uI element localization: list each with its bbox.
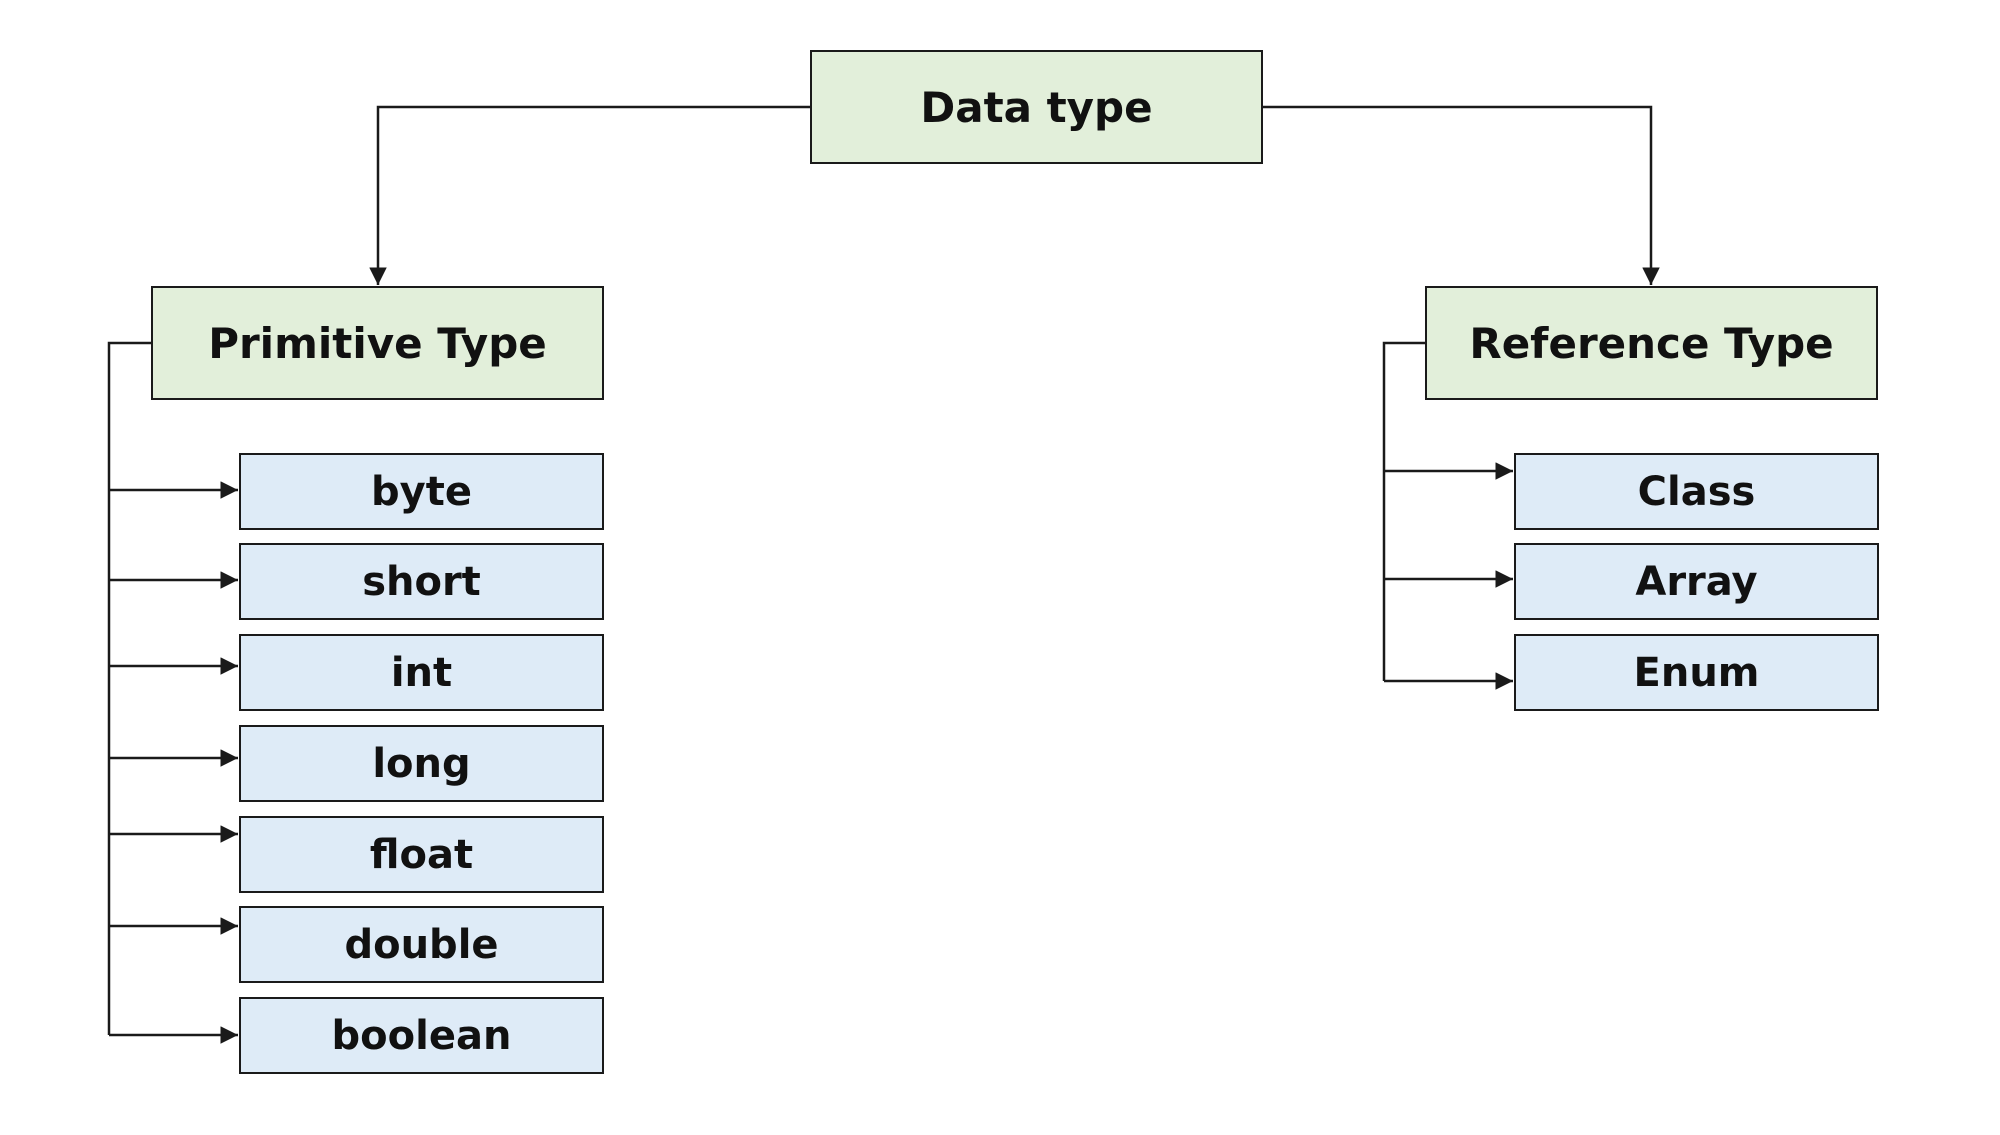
node-float: float — [239, 816, 604, 893]
connector-root-to-primitive — [369, 105, 810, 285]
node-double: double — [239, 906, 604, 983]
node-reference-type: Reference Type — [1425, 286, 1878, 400]
node-data-type: Data type — [810, 50, 1263, 164]
connector-root-to-reference — [1263, 105, 1660, 285]
node-enum: Enum — [1514, 634, 1879, 711]
connector-reference-spine — [1382, 341, 1425, 681]
node-int: int — [239, 634, 604, 711]
node-primitive-type: Primitive Type — [151, 286, 604, 400]
node-byte: byte — [239, 453, 604, 530]
node-short: short — [239, 543, 604, 620]
node-long: long — [239, 725, 604, 802]
node-class: Class — [1514, 453, 1879, 530]
node-boolean: boolean — [239, 997, 604, 1074]
node-array: Array — [1514, 543, 1879, 620]
connector-primitive-spine — [107, 341, 151, 1035]
